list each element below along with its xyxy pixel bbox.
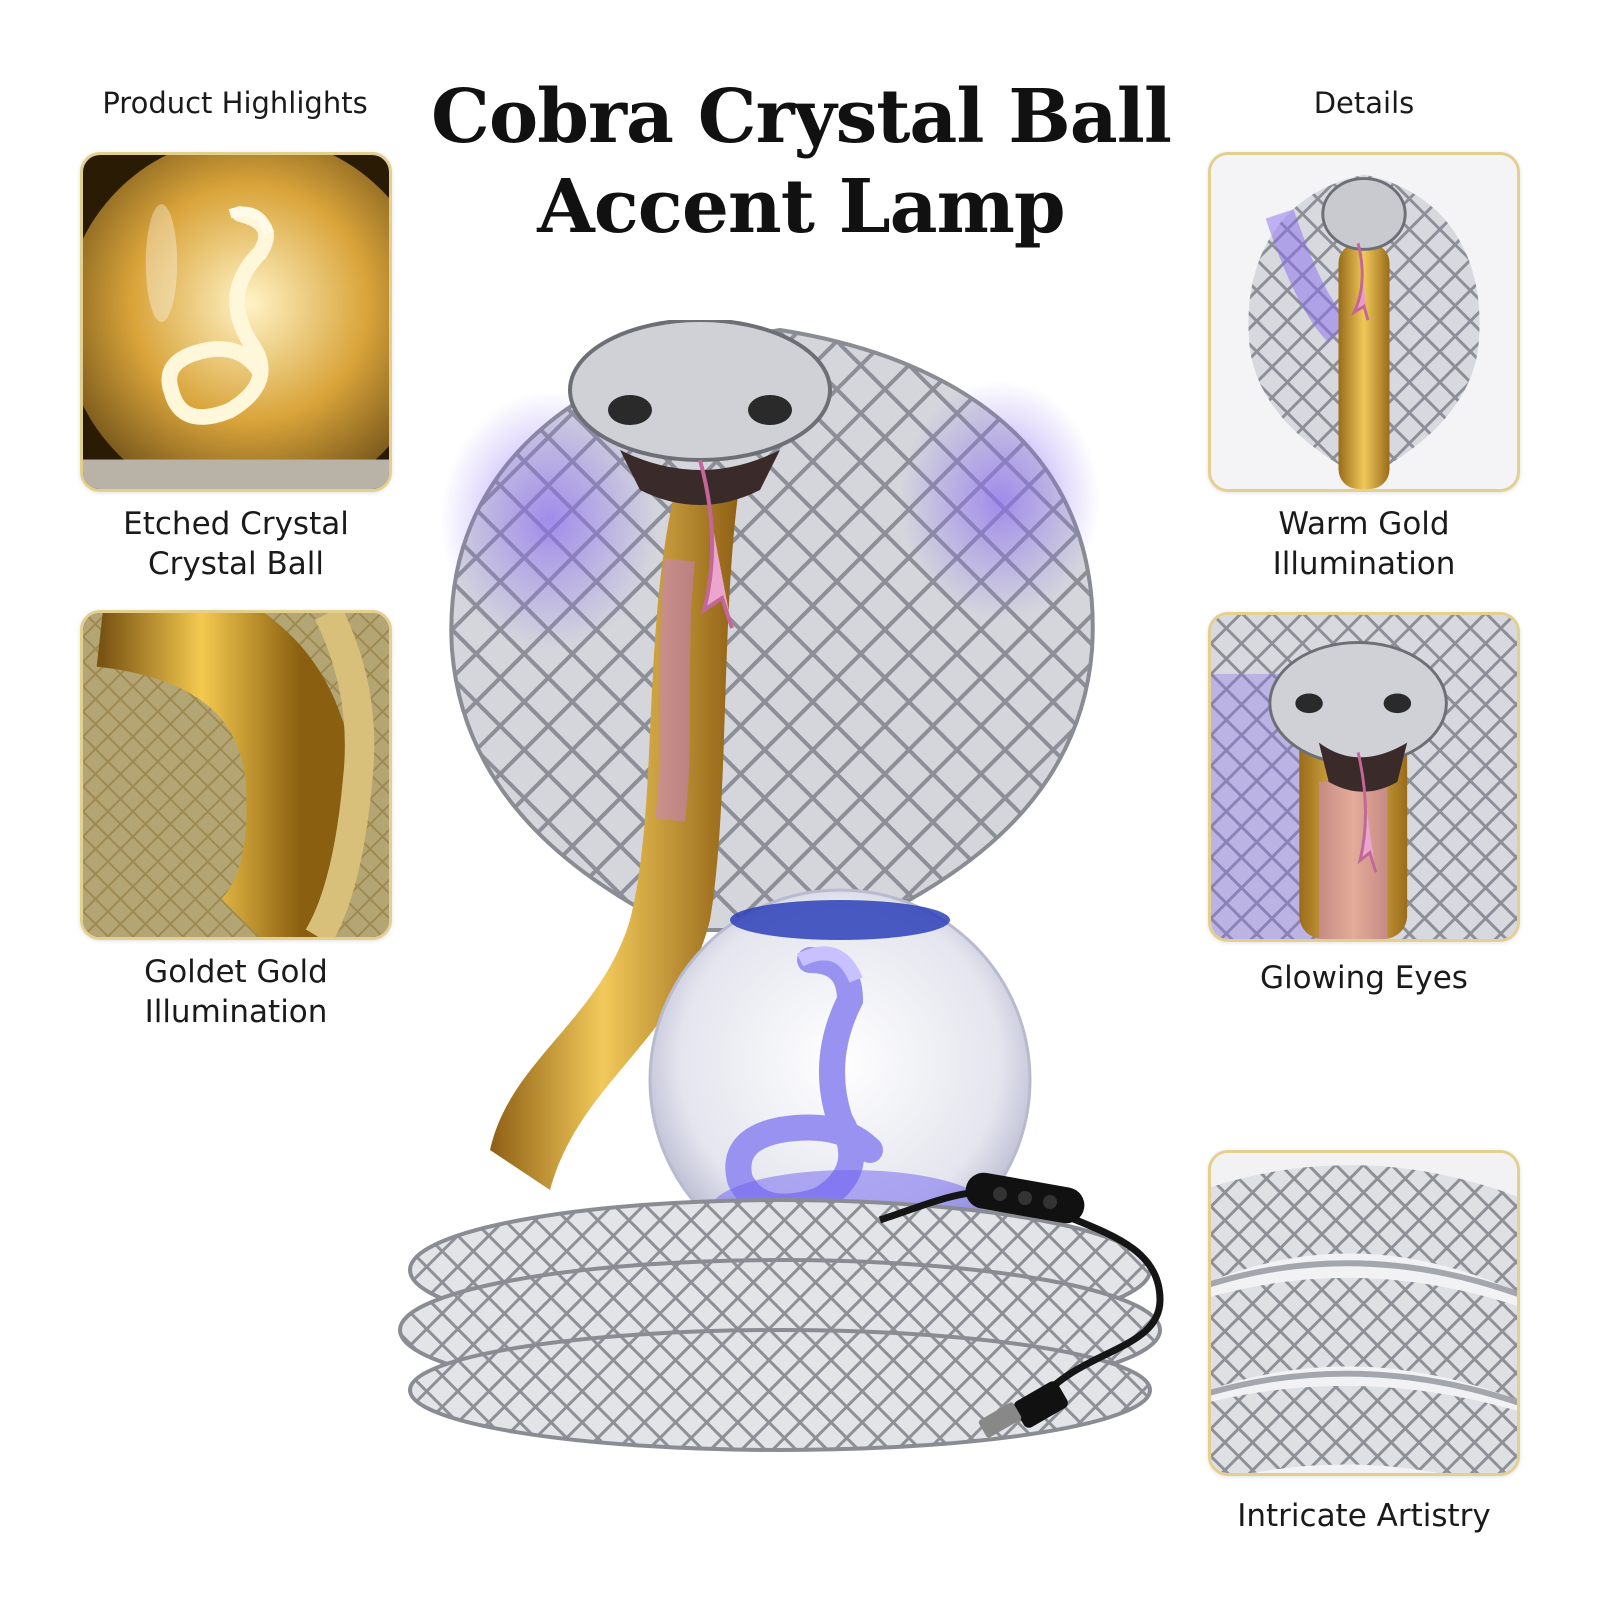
- etched-crystal-caption: Etched Crystal Crystal Ball: [123, 506, 349, 582]
- intricate-artistry-caption: Intricate Artistry: [1237, 1498, 1491, 1534]
- goldet-gold-caption: Goldet Gold Illumination: [144, 954, 328, 1030]
- title-line-1: Cobra Crystal Ball: [431, 74, 1172, 160]
- warm-gold-caption: Warm Gold Illumination: [1272, 506, 1456, 582]
- silver-scale-coil-photo: [1208, 1150, 1520, 1476]
- glowing-eyes-caption: Glowing Eyes: [1260, 960, 1468, 996]
- etched-crystal-ball-photo: [80, 152, 392, 492]
- cobra-lamp-hero-image: [380, 320, 1180, 1460]
- cobra-hood-photo: [1208, 152, 1520, 492]
- product-highlights-heading: Product Highlights: [102, 86, 368, 120]
- title-line-2: Accent Lamp: [537, 164, 1065, 250]
- page-title: Cobra Crystal Ball Accent Lamp: [420, 72, 1182, 252]
- cobra-head-closeup-photo: [1208, 612, 1520, 942]
- details-heading: Details: [1313, 86, 1415, 120]
- gold-snake-coil-photo: [80, 610, 392, 940]
